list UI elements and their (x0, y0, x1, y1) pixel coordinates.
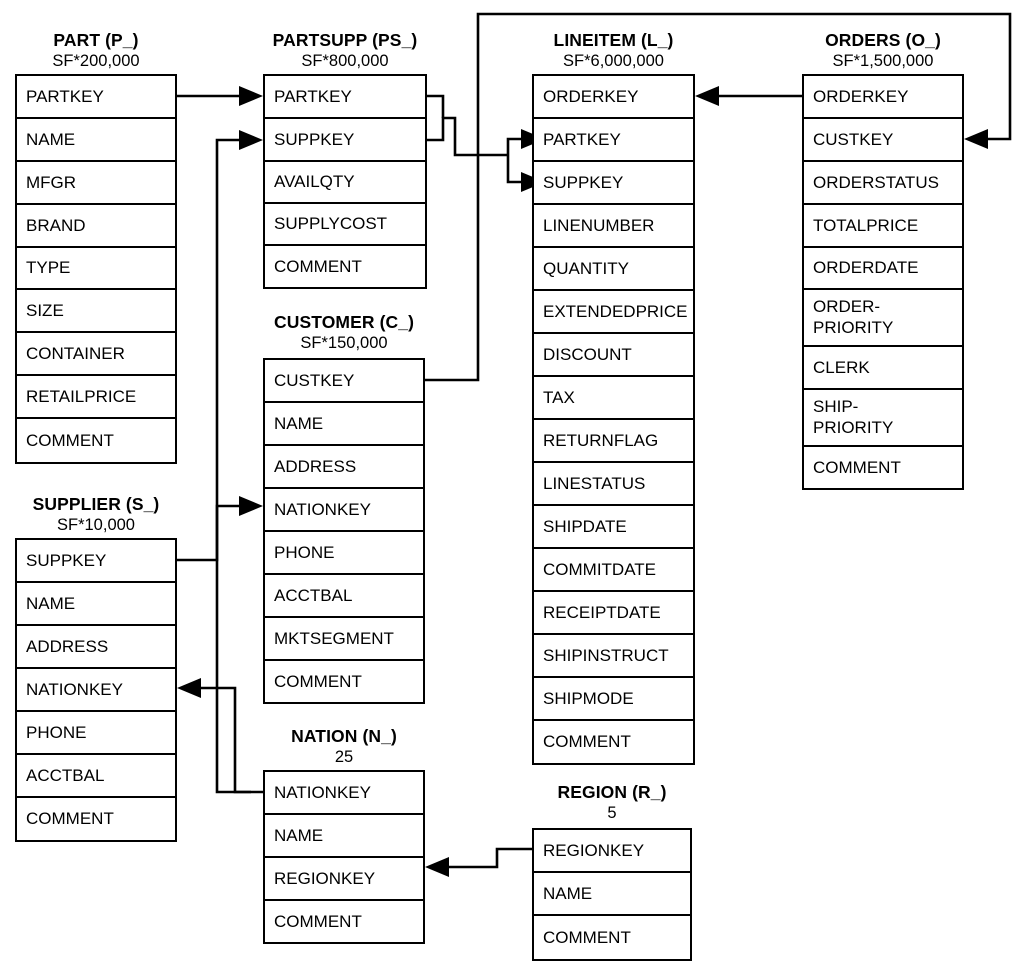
orders-cardinality: SF*1,500,000 (832, 52, 934, 70)
supplier-cardinality: SF*10,000 (57, 516, 135, 534)
wire-nation-to-customer (215, 496, 263, 794)
customer-field-phone[interactable]: PHONE (265, 532, 423, 575)
wire-orders-to-lineitem (695, 86, 802, 106)
nation-field-regionkey[interactable]: REGIONKEY (265, 858, 423, 901)
lineitem-field-linestatus[interactable]: LINESTATUS (534, 463, 693, 506)
supplier-field-address[interactable]: ADDRESS (17, 626, 175, 669)
partsupp-field-comment[interactable]: COMMENT (274, 256, 362, 276)
lineitem-field-tax[interactable]: TAX (534, 377, 693, 420)
lineitem-field-quantity[interactable]: QUANTITY (534, 248, 693, 291)
part-field-brand[interactable]: BRAND (17, 205, 175, 248)
part-field-list: PARTKEY NAME MFGR BRAND TYPE SIZE CONTAI… (15, 74, 177, 464)
orders-field-clerk[interactable]: CLERK (804, 347, 962, 390)
lineitem-field-commitdate[interactable]: COMMITDATE (534, 549, 693, 592)
partsupp-field-availqty[interactable]: AVAILQTY (265, 162, 425, 204)
nation-field-list: NATIONKEY NAME REGIONKEY COMMENT (263, 770, 425, 944)
wire-partsupp-to-lineitem (427, 94, 545, 192)
customer-field-comment[interactable]: COMMENT (274, 671, 362, 691)
orders-field-shippriority[interactable]: SHIP- PRIORITY (804, 390, 962, 447)
lineitem-field-orderkey[interactable]: ORDERKEY (534, 76, 693, 119)
customer-field-custkey[interactable]: CUSTKEY (265, 360, 423, 403)
lineitem-field-suppkey[interactable]: SUPPKEY (534, 162, 693, 205)
part-title: PART (P_) (53, 30, 139, 50)
customer-field-acctbal[interactable]: ACCTBAL (265, 575, 423, 618)
customer-cardinality: SF*150,000 (300, 334, 388, 352)
customer-field-name[interactable]: NAME (265, 403, 423, 446)
supplier-field-list: SUPPKEY NAME ADDRESS NATIONKEY PHONE ACC… (15, 538, 177, 842)
partsupp-field-list: PARTKEY SUPPKEY AVAILQTY SUPPLYCOST COMM… (263, 74, 427, 289)
part-field-name[interactable]: NAME (17, 119, 175, 162)
orders-field-list: ORDERKEY CUSTKEY ORDERSTATUS TOTALPRICE … (802, 74, 964, 490)
supplier-field-comment[interactable]: COMMENT (26, 809, 114, 829)
part-field-size[interactable]: SIZE (17, 290, 175, 333)
lineitem-field-shipinstruct[interactable]: SHIPINSTRUCT (534, 635, 693, 678)
orders-field-orderpriority[interactable]: ORDER- PRIORITY (804, 290, 962, 347)
lineitem-field-partkey[interactable]: PARTKEY (534, 119, 693, 162)
customer-field-list: CUSTKEY NAME ADDRESS NATIONKEY PHONE ACC… (263, 358, 425, 704)
supplier-field-nationkey[interactable]: NATIONKEY (17, 669, 175, 712)
customer-field-address[interactable]: ADDRESS (265, 446, 423, 489)
orders-field-orderkey[interactable]: ORDERKEY (804, 76, 962, 119)
partsupp-field-suppkey[interactable]: SUPPKEY (265, 119, 425, 162)
orders-field-comment[interactable]: COMMENT (813, 457, 901, 477)
lineitem-field-shipmode[interactable]: SHIPMODE (534, 678, 693, 721)
nation-field-name[interactable]: NAME (265, 815, 423, 858)
partsupp-field-supplycost[interactable]: SUPPLYCOST (265, 204, 425, 246)
lineitem-field-receiptdate[interactable]: RECEIPTDATE (534, 592, 693, 635)
part-field-partkey[interactable]: PARTKEY (17, 76, 175, 119)
supplier-field-acctbal[interactable]: ACCTBAL (17, 755, 175, 798)
supplier-field-phone[interactable]: PHONE (17, 712, 175, 755)
lineitem-field-returnflag[interactable]: RETURNFLAG (534, 420, 693, 463)
nation-field-nationkey[interactable]: NATIONKEY (265, 772, 423, 815)
partsupp-title: PARTSUPP (PS_) (272, 30, 418, 50)
lineitem-field-comment[interactable]: COMMENT (543, 732, 631, 752)
part-field-retailprice[interactable]: RETAILPRICE (17, 376, 175, 419)
region-field-regionkey[interactable]: REGIONKEY (534, 830, 690, 873)
lineitem-title: LINEITEM (L_) (553, 30, 674, 50)
orders-field-totalprice[interactable]: TOTALPRICE (804, 205, 962, 248)
part-field-comment[interactable]: COMMENT (26, 430, 114, 450)
supplier-field-name[interactable]: NAME (17, 583, 175, 626)
nation-cardinality: 25 (334, 748, 354, 766)
nation-title: NATION (N_) (291, 726, 397, 746)
customer-field-nationkey[interactable]: NATIONKEY (265, 489, 423, 532)
lineitem-field-shipdate[interactable]: SHIPDATE (534, 506, 693, 549)
wire-supplier-to-partsupp (177, 130, 263, 562)
region-title: REGION (R_) (557, 782, 667, 802)
lineitem-cardinality: SF*6,000,000 (563, 52, 664, 70)
orders-field-orderstatus[interactable]: ORDERSTATUS (804, 162, 962, 205)
orders-field-orderdate[interactable]: ORDERDATE (804, 248, 962, 290)
customer-title: CUSTOMER (C_) (273, 312, 414, 332)
partsupp-cardinality: SF*800,000 (301, 52, 389, 70)
region-field-name[interactable]: NAME (534, 873, 690, 916)
wire-part-to-partsupp (177, 86, 263, 106)
lineitem-field-extendedprice[interactable]: EXTENDEDPRICE (534, 291, 693, 334)
customer-field-mktsegment[interactable]: MKTSEGMENT (265, 618, 423, 661)
partsupp-field-partkey[interactable]: PARTKEY (265, 76, 425, 119)
part-cardinality: SF*200,000 (52, 52, 140, 70)
region-field-comment[interactable]: COMMENT (543, 927, 631, 947)
part-field-container[interactable]: CONTAINER (17, 333, 175, 376)
lineitem-field-discount[interactable]: DISCOUNT (534, 334, 693, 377)
region-cardinality: 5 (607, 804, 617, 822)
supplier-title: SUPPLIER (S_) (32, 494, 160, 514)
lineitem-field-linenumber[interactable]: LINENUMBER (534, 205, 693, 248)
wire-region-to-nation (425, 847, 532, 877)
part-field-type[interactable]: TYPE (17, 248, 175, 290)
orders-title: ORDERS (O_) (825, 30, 941, 50)
nation-field-comment[interactable]: COMMENT (274, 911, 362, 931)
lineitem-field-list: ORDERKEY PARTKEY SUPPKEY LINENUMBER QUAN… (532, 74, 695, 765)
region-field-list: REGIONKEY NAME COMMENT (532, 828, 692, 961)
orders-field-custkey[interactable]: CUSTKEY (804, 119, 962, 162)
wire-nation-to-supplier (177, 678, 251, 794)
supplier-field-suppkey[interactable]: SUPPKEY (17, 540, 175, 583)
part-field-mfgr[interactable]: MFGR (17, 162, 175, 205)
